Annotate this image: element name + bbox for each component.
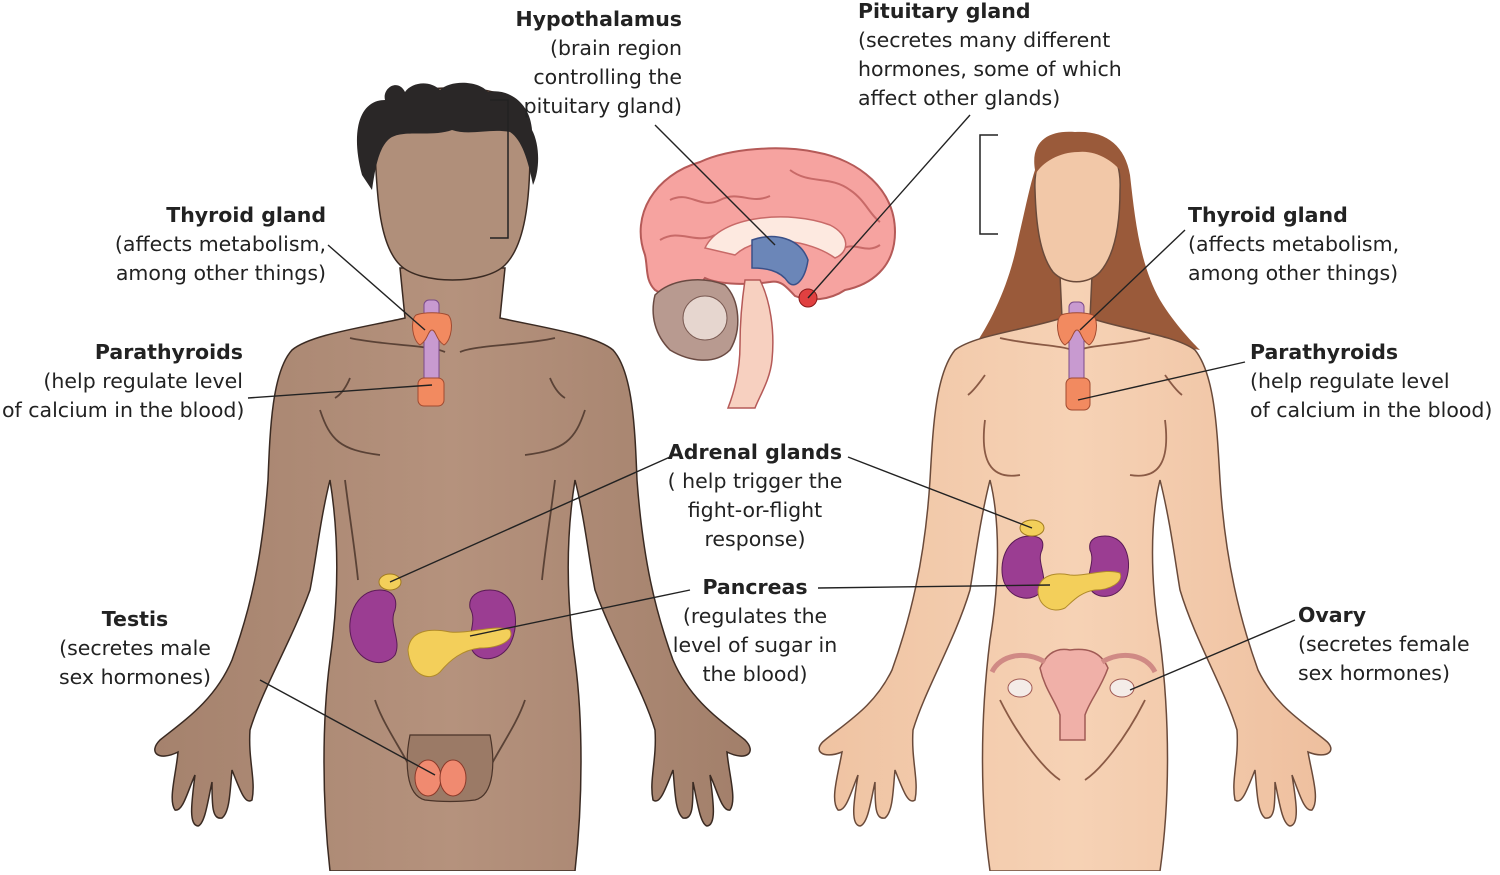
label-ovary: Ovary (secretes female sex hormones) (1298, 601, 1488, 688)
label-thyroid-male-title: Thyroid gland (166, 203, 326, 227)
label-adrenal-desc: ( help trigger the fight-or-flight respo… (667, 469, 843, 551)
leader-parathyroids-male (247, 384, 433, 399)
female-figure (818, 131, 1332, 872)
hypothalamus-region (751, 235, 809, 286)
label-pituitary: Pituitary gland (secretes many different… (858, 0, 1158, 113)
brain-illustration (639, 147, 897, 409)
leader-pancreas-male (469, 589, 691, 637)
label-hypothalamus: Hypothalamus (brain region controlling t… (470, 5, 682, 121)
female-thyroid (1057, 312, 1097, 346)
female-pancreas (1037, 570, 1122, 611)
leader-hypothalamus (654, 124, 776, 246)
label-pancreas-desc: (regulates the level of sugar in the blo… (672, 604, 838, 686)
label-ovary-title: Ovary (1298, 603, 1367, 627)
label-parathyroids-female: Parathyroids (help regulate level of cal… (1250, 338, 1496, 425)
label-parathyroids-male-desc: (help regulate level of calcium in the b… (2, 369, 245, 422)
leader-adrenal-female (847, 456, 1033, 529)
label-hypothalamus-desc: (brain region controlling the pituitary … (523, 36, 682, 118)
leader-adrenal-male (389, 456, 671, 583)
label-thyroid-female: Thyroid gland (affects metabolism, among… (1188, 201, 1448, 288)
male-hair (356, 82, 539, 190)
female-head-bracket (979, 134, 998, 235)
female-hair-front (1035, 133, 1126, 178)
female-anatomy-lines (967, 337, 1183, 781)
female-ovary-left (1007, 678, 1033, 698)
label-thyroid-male-desc: (affects metabolism, among other things) (114, 232, 326, 285)
label-parathyroids-male: Parathyroids (help regulate level of cal… (2, 338, 245, 425)
male-figure (154, 82, 751, 872)
leader-parathyroids-female (1077, 361, 1246, 401)
label-testis: Testis (secretes male sex hormones) (50, 605, 220, 692)
leader-lines (247, 114, 1296, 776)
label-parathyroids-male-title: Parathyroids (94, 340, 243, 364)
male-thyroid (412, 312, 452, 346)
female-parathyroids (1065, 377, 1091, 411)
leader-pituitary (807, 114, 971, 299)
label-testis-title: Testis (101, 607, 169, 631)
male-parathyroids (417, 377, 445, 407)
brain-folds (659, 169, 881, 251)
male-head-bracket (490, 99, 509, 239)
brain-stem (726, 279, 774, 409)
leader-thyroid-male (327, 244, 426, 331)
label-adrenal: Adrenal glands ( help trigger the fight-… (640, 438, 870, 554)
testis-left (414, 759, 442, 797)
leader-ovary (1129, 619, 1296, 691)
leader-pancreas-female (817, 584, 1051, 589)
male-anatomy-lines (319, 337, 586, 791)
label-thyroid-male: Thyroid gland (affects metabolism, among… (90, 201, 326, 288)
cerebellum-detail (682, 295, 728, 341)
leader-testis (259, 679, 436, 776)
label-adrenal-title: Adrenal glands (667, 440, 843, 464)
label-pancreas-title: Pancreas (702, 575, 808, 599)
label-ovary-desc: (secretes female sex hormones) (1298, 632, 1470, 685)
female-ovary-right (1109, 678, 1135, 698)
male-kidney-left (349, 589, 398, 663)
label-parathyroids-female-title: Parathyroids (1250, 340, 1399, 364)
female-fallopian-tubes (989, 652, 1158, 674)
label-hypothalamus-title: Hypothalamus (515, 7, 682, 31)
label-pituitary-desc: (secretes many different hormones, some … (858, 28, 1122, 110)
label-testis-desc: (secretes male sex hormones) (59, 636, 211, 689)
label-parathyroids-female-desc: (help regulate level of calcium in the b… (1250, 369, 1493, 422)
leader-thyroid-female (1079, 229, 1186, 331)
male-pancreas (407, 627, 512, 677)
female-uterus (1039, 648, 1109, 741)
label-thyroid-female-title: Thyroid gland (1188, 203, 1348, 227)
label-pancreas: Pancreas (regulates the level of sugar i… (645, 573, 865, 689)
label-thyroid-female-desc: (affects metabolism, among other things) (1188, 232, 1400, 285)
testis-right (439, 759, 467, 797)
label-pituitary-title: Pituitary gland (858, 0, 1031, 23)
